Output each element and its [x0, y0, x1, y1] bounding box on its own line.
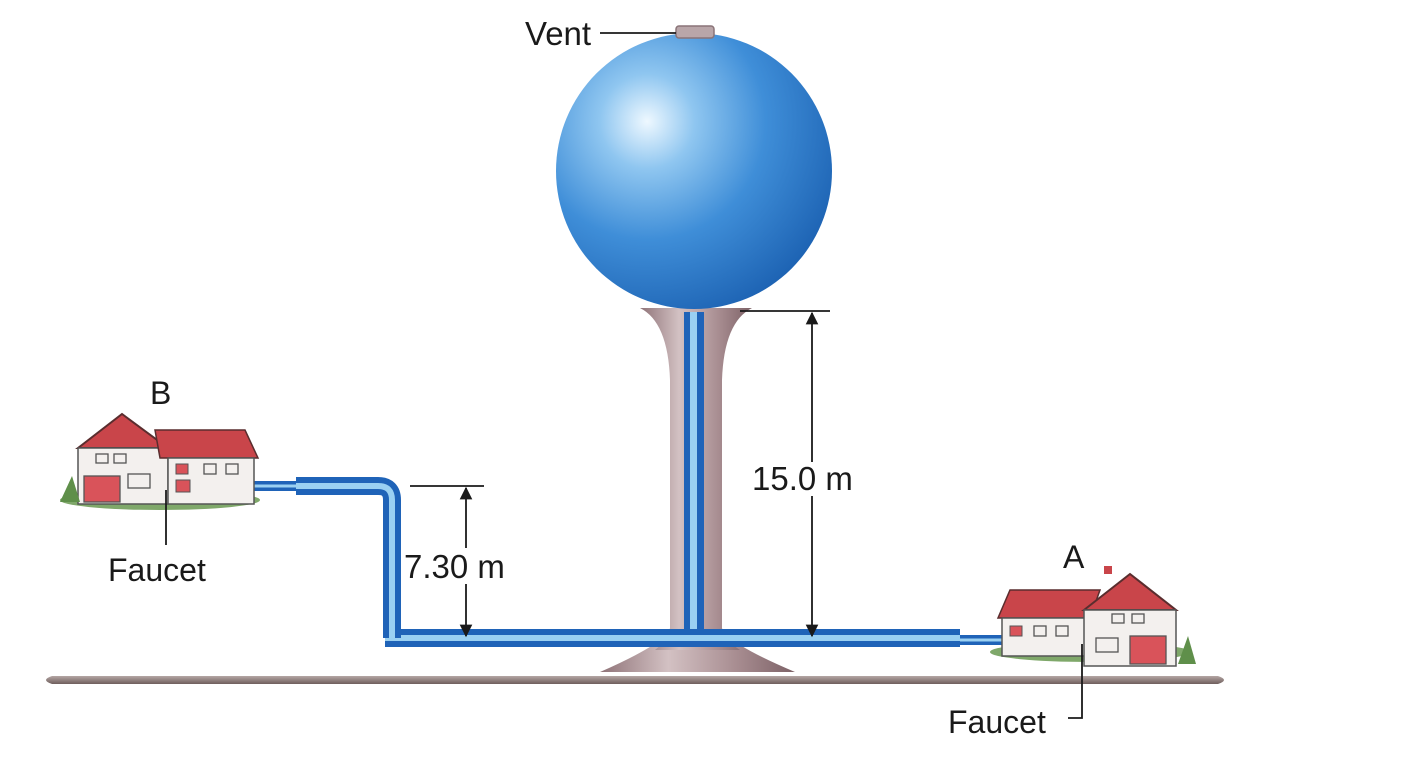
faucet-a-leader — [1068, 644, 1083, 719]
drop-height-dimension — [410, 485, 484, 638]
tower-height-dimension — [740, 310, 830, 638]
house-a — [990, 566, 1196, 667]
faucet-b-label: Faucet — [108, 552, 206, 588]
tower-base — [600, 636, 795, 672]
house-a-label: A — [1063, 539, 1085, 575]
drop-height-label: 7.30 m — [404, 548, 505, 585]
vent-icon — [600, 25, 715, 39]
tower-height-label: 15.0 m — [752, 460, 853, 497]
main-pipe — [385, 629, 1080, 647]
house-b — [60, 412, 260, 510]
vent-label: Vent — [525, 15, 591, 52]
faucet-a-label: Faucet — [948, 704, 1046, 740]
ground — [46, 676, 1224, 684]
house-b-label: B — [150, 375, 171, 411]
water-tank-sphere — [556, 33, 832, 309]
